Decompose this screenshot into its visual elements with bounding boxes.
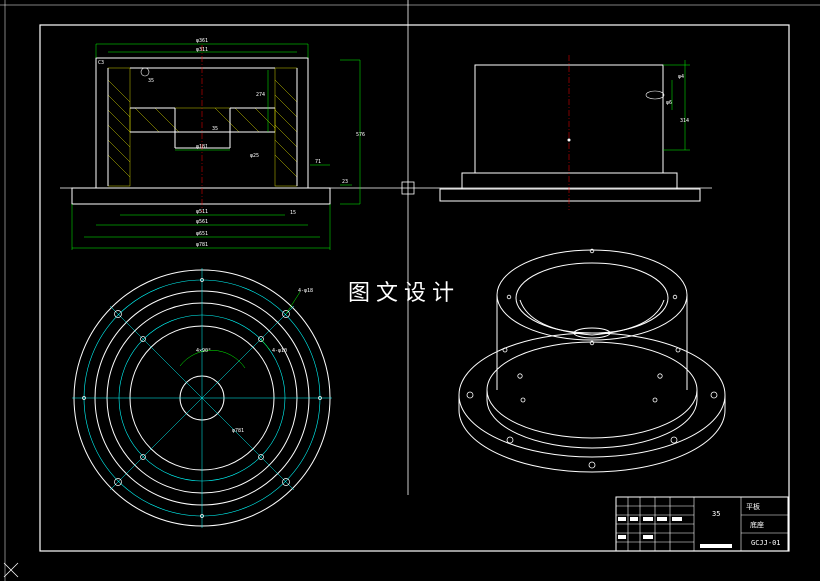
- tb-drawing-no: GCJJ-01: [751, 539, 781, 547]
- title-block: 35 平板 底座 GCJJ-01: [615, 496, 789, 552]
- side-view: φ4 314 φ6: [439, 55, 701, 210]
- dim-h-left: 35: [148, 78, 154, 84]
- side-dim-c: φ6: [666, 100, 672, 106]
- dim-d-top1: φ361: [196, 38, 208, 44]
- dim-d-b3: φ651: [196, 231, 208, 237]
- top-dim-angle: 4×90°: [196, 348, 211, 354]
- dim-corner: C3: [98, 60, 104, 66]
- dim-d-b4: φ781: [196, 242, 208, 248]
- dim-t1: 35: [212, 126, 218, 132]
- dim-d-bore: φ25: [250, 153, 259, 159]
- top-dim-r: φ781: [232, 428, 244, 434]
- tb-material: 35: [712, 510, 720, 518]
- tb-scale: 平板: [746, 502, 760, 511]
- dim-h-mid: 274: [256, 92, 265, 98]
- section-hatch: [107, 67, 298, 187]
- dim-d-b1: φ511: [196, 209, 208, 215]
- top-dim-hole: 4-φ10: [272, 348, 287, 354]
- top-view: 4×90° 4-φ10 4-φ18 φ781: [72, 268, 332, 528]
- dim-d-mid: φ181: [196, 144, 208, 150]
- drawing-border: [39, 24, 790, 552]
- dim-d-top2: φ311: [196, 47, 208, 53]
- dim-h-small: 15: [290, 210, 296, 216]
- side-dim-b: 314: [680, 118, 689, 124]
- dim-t3: 23: [342, 179, 348, 185]
- tb-name: 底座: [750, 520, 764, 529]
- front-section-view: φ361 φ311 φ181 φ25 φ511 φ561 φ651 φ781 3…: [71, 38, 365, 250]
- dim-h-total: 576: [356, 132, 365, 138]
- dim-t2: 71: [315, 159, 321, 165]
- top-dim-hole2: 4-φ18: [298, 288, 313, 294]
- side-dim-a: φ4: [678, 74, 684, 80]
- watermark-text: 图文设计: [348, 281, 460, 306]
- dim-d-b2: φ561: [196, 219, 208, 225]
- isometric-view: [458, 248, 726, 473]
